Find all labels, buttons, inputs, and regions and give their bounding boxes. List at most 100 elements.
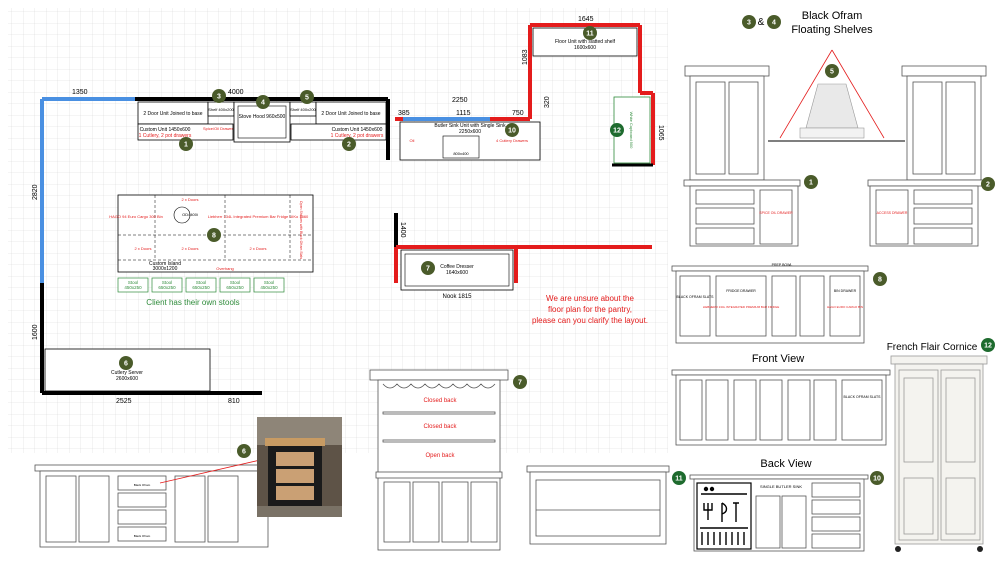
stool-size: 650x250: [192, 285, 210, 290]
marker-number: 1: [809, 180, 813, 187]
stove-label: Stove Hood 960x500: [239, 114, 286, 120]
island-el-door-a: [771, 275, 797, 337]
marker-circle: [742, 15, 756, 29]
marker-circle: [300, 90, 314, 104]
dresser-el-door-b: [412, 481, 440, 543]
marker-number: 5: [305, 95, 309, 102]
back-dishwasher: [696, 482, 752, 550]
photo-drawer-3: [276, 486, 314, 500]
shelf-right-label: Shelf 400x200: [290, 107, 316, 112]
tall-left-counter: [683, 179, 801, 187]
back-drawer-2: [811, 499, 861, 515]
island-el-bin: [829, 275, 861, 337]
tall-right-door-b: [945, 81, 976, 175]
tall-cabinet-right: [867, 65, 987, 247]
back-sink-door-a: [755, 495, 781, 549]
front-door-d: [759, 379, 783, 441]
server-drawer-label-2: Black Ofram: [134, 534, 151, 538]
shelf-left-label: Shelf 400x200: [208, 107, 234, 112]
marker-number: 2: [347, 142, 351, 149]
tall-cabinet-left: [683, 65, 801, 247]
dresser-el-valance: [382, 383, 496, 389]
pantry-size: 1600x600: [574, 45, 596, 51]
server-el-door-d: [207, 475, 239, 543]
island-el-prep: PREP BOWL: [772, 263, 793, 267]
dim-lower-left-vertical: 1600: [32, 324, 39, 340]
island-top-label: 2 x Doors: [181, 197, 198, 202]
butler-oil: Oil: [410, 138, 415, 143]
dresser-el-door-d: [470, 481, 498, 543]
tall-left-drawer-2: [695, 207, 755, 225]
island-right-label: Liebherr 134L Integrated Premium Bar Fri…: [208, 214, 309, 219]
dresser-title: Coffee Dresser: [440, 264, 474, 270]
dresser-el-shelf-2: [382, 439, 496, 443]
dresser-size: 1640x600: [446, 270, 468, 276]
server-el-drawer-3: [117, 509, 167, 525]
dresser-el-door-c: [441, 481, 469, 543]
marker-circle: [981, 338, 995, 352]
island-left-label: HAGO 94 Euro Cargo 300 Bin: [109, 214, 163, 219]
island-el-door-b: [799, 275, 825, 337]
island-elevation-labels: BLACK OFRAM SLATS PREP BOWL FRIDGE DRAWE…: [677, 263, 863, 309]
marker-circle: [342, 137, 356, 151]
nook-label: Nook 1815: [442, 294, 472, 300]
marker-number: 12: [613, 128, 621, 135]
marker-circle: [870, 471, 884, 485]
marker-number: 6: [124, 361, 128, 368]
open-back: Open back: [425, 453, 455, 459]
island-el-fridge: [715, 275, 767, 337]
cornice-top: [890, 355, 988, 365]
marker-circle: [179, 137, 193, 151]
stool-label: Stool: [230, 280, 240, 285]
front-top: [671, 369, 891, 376]
custom-island: 2 x Doors HAGO 94 Euro Cargo 300 Bin OD4…: [109, 194, 314, 273]
butler-sink-box: [442, 135, 480, 159]
spice-left-label: Spice/Oil Drawer: [203, 126, 234, 131]
marker-circle: [767, 15, 781, 29]
marker-circle: [421, 261, 435, 275]
tall-left-spice-label: SPICE OIL DRAWER: [759, 211, 793, 215]
photo-drawer-2: [276, 469, 314, 483]
island-el-fridge-label: FRIDGE DRAWER: [726, 289, 756, 293]
unit-right-bottom-box: [290, 123, 387, 141]
front-door-b: [705, 379, 729, 441]
island-el-top: [671, 265, 869, 272]
butler-title: Butler Sink Unit with Single Sink: [434, 123, 506, 129]
unit-left-bottom-label: Custom Unit 1450x600: [140, 127, 191, 133]
tall-right-drawer-3: [913, 227, 973, 245]
marker-number: 2: [986, 182, 990, 189]
marker-circle: [119, 356, 133, 370]
dim-nook-vertical: 1400: [399, 222, 406, 238]
dresser-inner: [404, 253, 510, 287]
dresser-el-door-a: [383, 481, 411, 543]
marker-circle: [873, 272, 887, 286]
marker-number: 11: [586, 31, 594, 38]
marker-circle: [207, 228, 221, 242]
marker-number: 10: [873, 476, 881, 483]
server-el-drawer-4: [117, 526, 167, 542]
marker-number: 5: [830, 69, 834, 76]
stool-label: Stool: [162, 280, 172, 285]
island-side-label: Open Shelves with Black Ofram Slats: [299, 201, 303, 259]
server-drawer-labels: Black Ofram Black Ofram: [134, 483, 151, 538]
dresser-el-shelf-1: [382, 411, 496, 415]
dim-top-left: 1350: [72, 89, 88, 96]
stool-size: 450x250: [260, 285, 278, 290]
marker-number: 3: [747, 20, 751, 27]
hood-line-right: [831, 49, 885, 139]
marker-circle: [505, 123, 519, 137]
marker-circle: [212, 89, 226, 103]
cornice-panel-right-top: [945, 377, 976, 463]
front-door-a: [679, 379, 703, 441]
stool-box: [117, 277, 149, 293]
tall-left-drawer-1: [695, 189, 755, 205]
island-hob-circle: [173, 206, 191, 224]
dim-butler-right: 750: [512, 110, 524, 117]
shelves-heading-2: Floating Shelves: [791, 24, 873, 36]
top-run-cabinets: 2 Door Unit Joined to base Custom Unit 1…: [137, 101, 387, 143]
butler-drawers: 4 Cutlery Drawers: [496, 138, 528, 143]
dresser-elevation-labels: Closed back Closed back Open back: [423, 398, 457, 459]
hood-base: [799, 127, 865, 139]
marker-circle: [804, 175, 818, 189]
